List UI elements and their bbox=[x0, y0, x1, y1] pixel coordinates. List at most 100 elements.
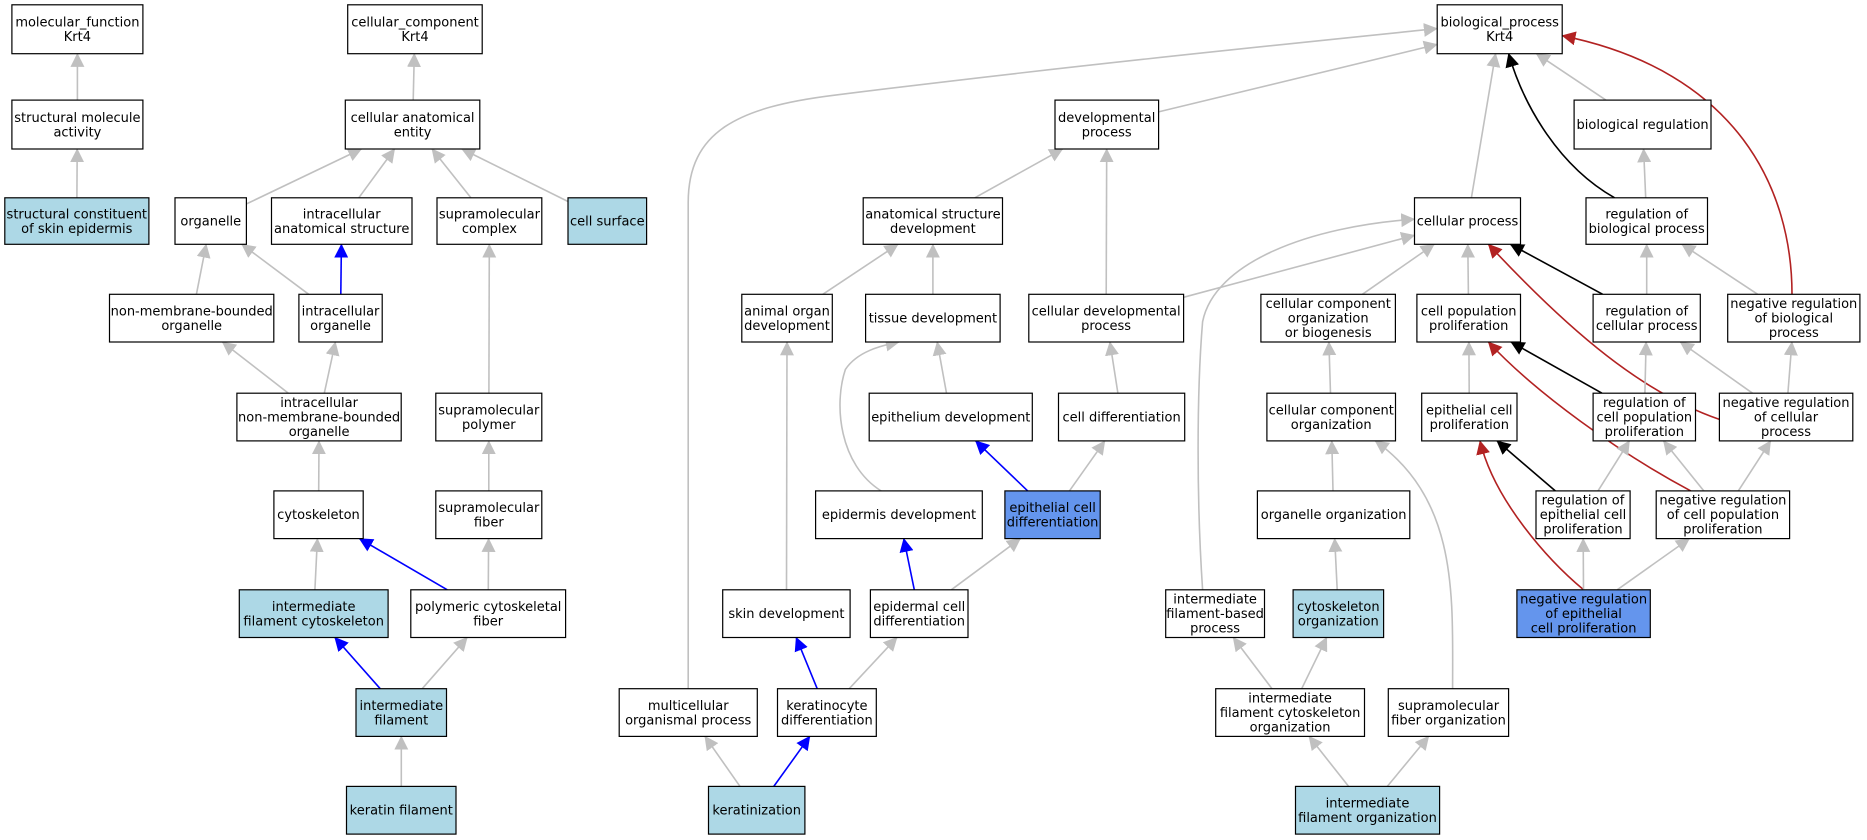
term-node-skd[interactable]: skin development bbox=[722, 589, 851, 639]
edge-sfo-to-cco bbox=[1374, 440, 1454, 689]
term-node-td[interactable]: tissue development bbox=[864, 293, 1001, 343]
term-node-kf[interactable]: keratin filament bbox=[345, 785, 457, 835]
term-box bbox=[436, 197, 543, 245]
edge-cp-to-bp bbox=[1470, 52, 1501, 198]
edge-nrcp-to-rcp bbox=[1679, 341, 1753, 394]
term-node-epid[interactable]: epidermis development bbox=[814, 490, 983, 540]
term-node-inmbo[interactable]: intracellularnon-membrane-boundedorganel… bbox=[236, 392, 402, 442]
edge-rcpp-to-rcp bbox=[1638, 341, 1653, 394]
term-box bbox=[1592, 293, 1701, 343]
term-label-line: epidermal cell bbox=[873, 600, 965, 615]
term-label-line: structural molecule bbox=[14, 111, 140, 126]
term-box bbox=[1413, 197, 1522, 245]
term-box bbox=[1436, 4, 1563, 55]
edge-rcpp-to-cpp bbox=[1510, 341, 1603, 394]
term-box bbox=[174, 197, 248, 245]
term-box bbox=[344, 99, 481, 150]
term-label-line: fiber bbox=[474, 516, 504, 531]
term-node-oo[interactable]: organelle organization bbox=[1256, 490, 1411, 540]
term-node-cp[interactable]: cellular process bbox=[1413, 197, 1522, 245]
term-label-line: organismal process bbox=[625, 713, 751, 728]
term-node-breg[interactable]: biological regulation bbox=[1573, 99, 1712, 150]
term-label-line: molecular_function bbox=[15, 15, 139, 30]
term-box bbox=[1416, 293, 1522, 343]
term-box bbox=[1573, 99, 1712, 150]
term-node-org[interactable]: organelle bbox=[174, 197, 248, 245]
edge-io-to-ias bbox=[334, 243, 349, 295]
term-box bbox=[1165, 589, 1266, 639]
term-label-line: Krt4 bbox=[1486, 30, 1513, 45]
edge-cyo-to-oo bbox=[1328, 537, 1343, 590]
term-label-line: filament bbox=[374, 713, 428, 728]
term-box bbox=[1421, 392, 1518, 442]
term-label-line: non-membrane-bounded bbox=[111, 304, 273, 319]
term-label-line: of epithelial bbox=[1545, 607, 1622, 622]
term-box bbox=[435, 392, 543, 442]
edge-rbp-to-breg bbox=[1637, 148, 1652, 198]
term-node-cdiff[interactable]: cell differentiation bbox=[1057, 392, 1186, 442]
term-label-line: of cell population bbox=[1667, 508, 1779, 523]
term-node-cyto[interactable]: cytoskeleton bbox=[273, 490, 364, 540]
term-node-csurf[interactable]: cell surface bbox=[567, 197, 648, 245]
edge-ias-to-cae bbox=[358, 148, 396, 199]
edge-ifco-to-ifbp bbox=[1232, 636, 1273, 690]
edge-rbp-to-bp bbox=[1505, 52, 1615, 199]
term-box bbox=[347, 4, 483, 55]
term-label-line: cytoskeleton bbox=[1297, 600, 1380, 615]
term-label-line: of cellular bbox=[1754, 411, 1819, 426]
term-label-line: Krt4 bbox=[64, 30, 91, 45]
term-label-line: structural constituent bbox=[7, 207, 148, 222]
edge-edcd-to-ecd bbox=[950, 537, 1021, 591]
term-label-line: proliferation bbox=[1430, 418, 1509, 433]
term-node-epd[interactable]: epithelium development bbox=[868, 392, 1033, 442]
edge-nrecp-to-nrcpp bbox=[1616, 537, 1690, 591]
term-label-line: cellular process bbox=[1596, 319, 1698, 334]
term-label-line: biological regulation bbox=[1577, 118, 1709, 133]
edge-layer bbox=[70, 22, 1798, 787]
edge-io-to-org bbox=[241, 243, 310, 295]
term-label-line: biological process bbox=[1589, 222, 1705, 237]
edge-cdp-to-cp bbox=[1183, 231, 1416, 299]
term-node-ker[interactable]: keratinization bbox=[707, 785, 806, 835]
